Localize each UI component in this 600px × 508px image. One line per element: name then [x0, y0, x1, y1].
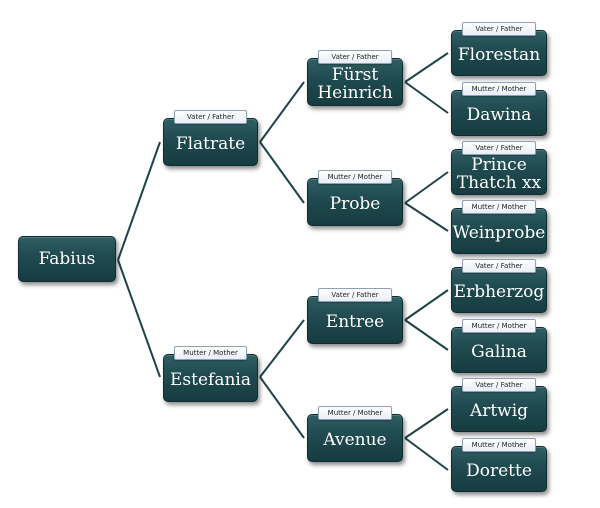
name-dawina: Dawina [451, 90, 547, 136]
name-galina: Galina [451, 327, 547, 373]
line-dam-damdam [259, 376, 305, 439]
relation-tag-father: Vater / Father [174, 110, 247, 124]
line-sire-siredam [259, 141, 305, 204]
name-weinprobe: Weinprobe [451, 208, 547, 254]
relation-tag-mother: Mutter / Mother [318, 406, 392, 420]
node-artwig: Artwig Vater / Father [451, 378, 547, 432]
line-sd-sire [404, 171, 449, 204]
line-ss-dam [404, 81, 449, 114]
relation-tag-father: Vater / Father [462, 22, 536, 36]
node-probe: Probe Mutter / Mother [307, 170, 403, 226]
name-estefania: Estefania [163, 354, 258, 402]
relation-tag-mother: Mutter / Mother [318, 170, 392, 184]
name-probe: Probe [307, 178, 403, 226]
name-fabius: Fabius [18, 236, 116, 282]
name-artwig: Artwig [451, 386, 547, 432]
node-dorette: Dorette Mutter / Mother [451, 438, 547, 492]
name-avenue: Avenue [307, 414, 403, 462]
relation-tag-father: Vater / Father [462, 141, 536, 155]
node-weinprobe: Weinprobe Mutter / Mother [451, 200, 547, 254]
node-dawina: Dawina Mutter / Mother [451, 82, 547, 136]
node-florestan: Florestan Vater / Father [451, 22, 547, 76]
name-entree: Entree [307, 296, 403, 344]
name-fuerst-heinrich: Fürst Heinrich [307, 58, 403, 106]
relation-tag-mother: Mutter / Mother [462, 200, 536, 214]
name-flatrate: Flatrate [163, 118, 258, 166]
line-dam-damsire [259, 319, 305, 378]
node-prince-thatch: Prince Thatch xx Vater / Father [451, 141, 547, 195]
line-root-sire [117, 141, 161, 261]
relation-tag-father: Vater / Father [462, 378, 536, 392]
node-entree: Entree Vater / Father [307, 288, 403, 344]
line-root-dam [117, 259, 161, 378]
name-erbherzog: Erbherzog [451, 267, 547, 313]
name-prince-thatch: Prince Thatch xx [451, 149, 547, 195]
relation-tag-mother: Mutter / Mother [462, 438, 536, 452]
line-ds-sire [404, 289, 449, 321]
node-erbherzog: Erbherzog Vater / Father [451, 259, 547, 313]
line-dd-sire [404, 408, 449, 439]
line-ds-dam [404, 319, 449, 351]
name-dorette: Dorette [451, 446, 547, 492]
line-sd-dam [404, 202, 449, 232]
node-avenue: Avenue Mutter / Mother [307, 406, 403, 462]
name-florestan: Florestan [451, 30, 547, 76]
relation-tag-father: Vater / Father [462, 259, 536, 273]
relation-tag-father: Vater / Father [318, 288, 392, 302]
node-estefania: Estefania Mutter / Mother [163, 346, 258, 402]
relation-tag-father: Vater / Father [318, 50, 392, 64]
line-ss-sire [404, 52, 449, 83]
relation-tag-mother: Mutter / Mother [174, 346, 247, 360]
node-fabius: Fabius [18, 236, 116, 282]
node-galina: Galina Mutter / Mother [451, 319, 547, 373]
node-fuerst-heinrich: Fürst Heinrich Vater / Father [307, 50, 403, 106]
node-flatrate: Flatrate Vater / Father [163, 110, 258, 166]
relation-tag-mother: Mutter / Mother [462, 319, 536, 333]
line-dd-dam [404, 437, 449, 471]
relation-tag-mother: Mutter / Mother [462, 82, 536, 96]
line-sire-siresire [259, 81, 305, 143]
